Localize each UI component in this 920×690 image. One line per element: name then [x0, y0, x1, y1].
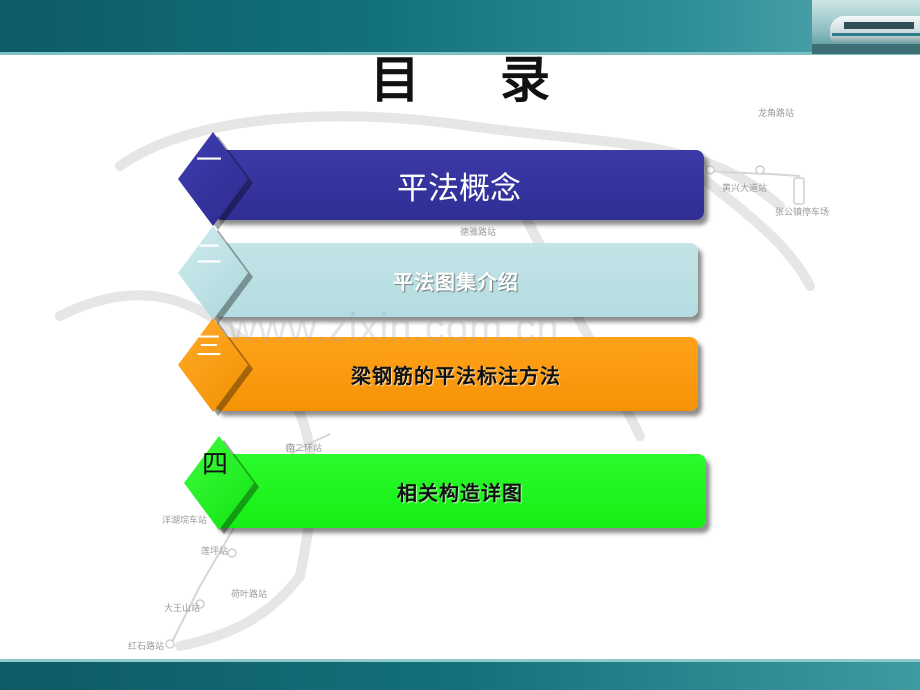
menu-item-details[interactable]: 相关构造详图 [214, 454, 706, 528]
map-label: 大王山站 [164, 604, 201, 614]
train-stripe [832, 33, 920, 36]
menu-item-label: 相关构造详图 [397, 480, 523, 505]
menu-item-atlas-intro[interactable]: 平法图集介绍 [214, 243, 698, 317]
map-label: 莲坪站 [201, 547, 229, 557]
map-label: 张公镇停车场 [775, 208, 830, 218]
header-band [0, 0, 920, 54]
watermark: www.zixin.com.cn [228, 306, 560, 350]
menu-number: 二 [195, 240, 222, 270]
map-label: 南二环站 [286, 444, 323, 454]
menu-item-label: 平法概念 [397, 170, 521, 207]
title-char-2: 录 [500, 51, 550, 109]
header-stripe [0, 52, 920, 55]
map-label: 德雅路站 [460, 228, 497, 238]
menu-number-badge-4[interactable]: 四 [184, 436, 259, 534]
footer-band [0, 662, 920, 690]
menu-item-label: 梁钢筋的平法标注方法 [351, 363, 561, 388]
menu-item-label: 平法图集介绍 [393, 269, 519, 294]
footer-stripe [0, 659, 920, 662]
train-window [844, 22, 914, 29]
map-label: 黄兴大道站 [722, 184, 768, 194]
title-char-1: 目 [370, 51, 420, 109]
train-track [812, 44, 920, 54]
map-label: 荷叶路站 [231, 590, 268, 600]
menu-number-badge-1[interactable]: 一 [178, 132, 253, 230]
train-image [812, 0, 920, 54]
menu-number-badge-3[interactable]: 三 [178, 318, 253, 416]
page-title: 目录 [0, 40, 920, 112]
menu-number: 三 [195, 332, 222, 362]
menu-number: 四 [201, 450, 228, 480]
menu-number-badge-2[interactable]: 二 [178, 226, 253, 324]
map-label: 洋湖垸车站 [162, 516, 208, 526]
menu-number: 一 [195, 146, 222, 176]
map-label: 红石路站 [128, 642, 165, 652]
train-body [830, 16, 920, 42]
map-label: 龙角路站 [758, 109, 795, 119]
menu-item-concept[interactable]: 平法概念 [214, 150, 704, 220]
menu-item-beam-method[interactable]: 梁钢筋的平法标注方法 [214, 337, 698, 411]
